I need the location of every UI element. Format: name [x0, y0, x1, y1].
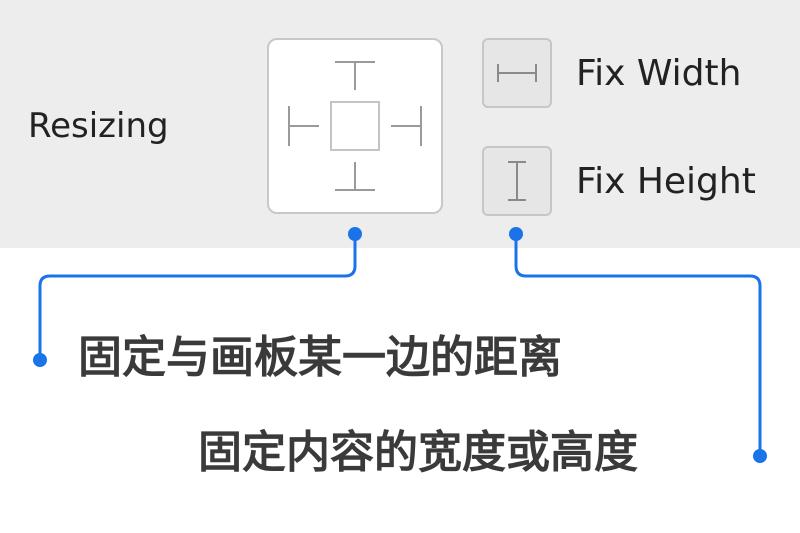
inspector-panel: Resizing	[0, 0, 800, 248]
pin-edges-annotation: 固定与画板某一边的距离	[78, 332, 562, 383]
fix-height-label: Fix Height	[576, 161, 756, 202]
pin-edges-connector-line	[38, 232, 357, 362]
fix-height-button[interactable]	[482, 146, 552, 216]
pin-edges-connector-dot-top	[348, 227, 362, 241]
pin-center-box	[330, 101, 380, 151]
resizing-section-label: Resizing	[28, 106, 169, 146]
fix-size-annotation: 固定内容的宽度或高度	[198, 427, 638, 478]
fix-width-label: Fix Width	[576, 53, 742, 94]
horizontal-bracket-icon	[497, 64, 537, 82]
vertical-bracket-icon	[508, 161, 526, 201]
fix-width-button[interactable]	[482, 38, 552, 108]
pin-edges-icon	[288, 61, 422, 191]
pin-edges-widget[interactable]	[267, 38, 443, 214]
pin-left-icon[interactable]	[288, 106, 319, 146]
pin-top-icon[interactable]	[335, 61, 375, 90]
fix-size-connector-dot-end	[753, 449, 767, 463]
pin-edges-connector-dot-end	[33, 353, 47, 367]
pin-right-icon[interactable]	[391, 106, 422, 146]
pin-bottom-icon[interactable]	[335, 162, 375, 191]
fix-size-connector-line	[514, 232, 762, 458]
fix-size-connector-dot-top	[509, 227, 523, 241]
